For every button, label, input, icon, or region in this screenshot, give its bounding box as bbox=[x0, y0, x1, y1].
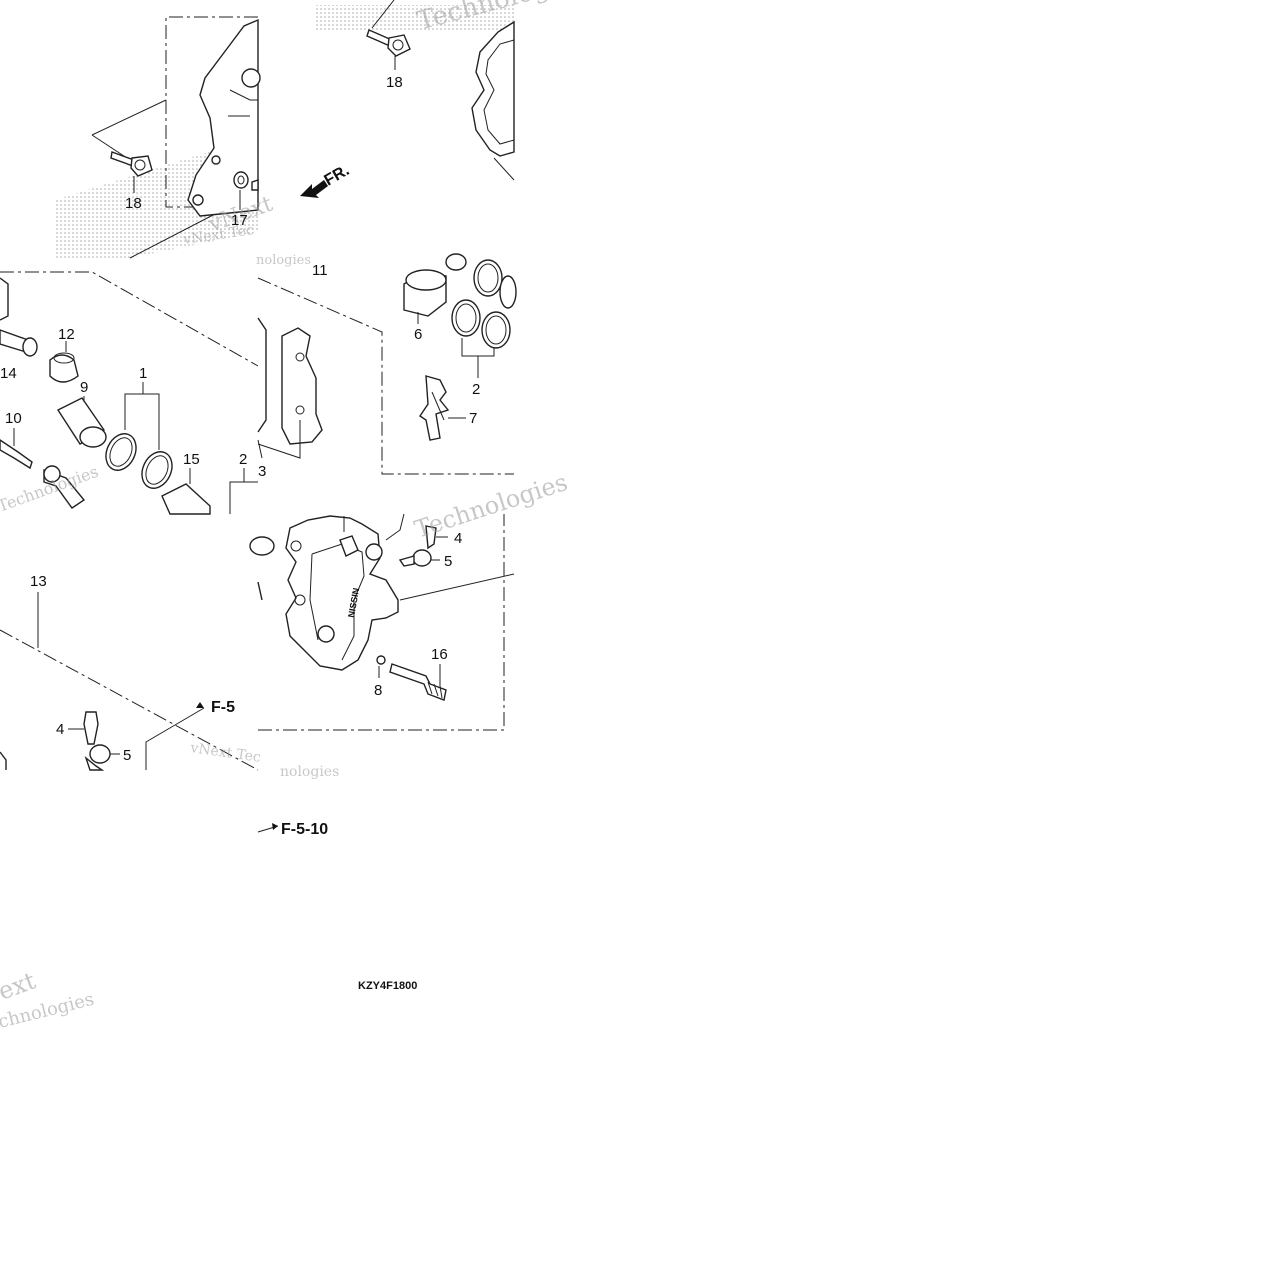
tile-pad-top bbox=[300, 0, 515, 198]
callout-5: 5 bbox=[444, 553, 452, 570]
callout-12: 12 bbox=[58, 326, 75, 343]
diagram-code: KZY4F1800 bbox=[358, 980, 417, 992]
bolt-18-top bbox=[366, 29, 411, 57]
callout-4: 4 bbox=[454, 530, 462, 547]
callout-10: 10 bbox=[5, 410, 22, 427]
callout-18: 18 bbox=[125, 195, 142, 212]
callout-6: 6 bbox=[414, 326, 422, 343]
bleeder-4-caliper bbox=[425, 525, 437, 550]
sleeve-9 bbox=[56, 397, 107, 448]
callout-2: 2 bbox=[239, 451, 247, 468]
bleeder-cap-5-caliper bbox=[398, 549, 432, 567]
shadow-strip bbox=[316, 5, 514, 30]
caliper-body: NISSIN bbox=[285, 515, 399, 671]
pin-14 bbox=[0, 329, 38, 357]
callout-8: 8 bbox=[374, 682, 382, 699]
bleeder-4 bbox=[83, 711, 99, 745]
piston-seal-1 bbox=[105, 433, 173, 489]
tile-caliper: NISSIN bbox=[249, 513, 515, 731]
caliper-bracket bbox=[187, 18, 259, 217]
tile-bleeder bbox=[0, 592, 259, 771]
pin-lower bbox=[43, 465, 86, 509]
ref-f5-10-arrow bbox=[257, 823, 279, 833]
watermark: Technologies bbox=[411, 468, 571, 544]
callout-7: 7 bbox=[469, 410, 477, 427]
callout-18: 18 bbox=[386, 74, 403, 91]
boot-12 bbox=[49, 352, 79, 383]
tile-seals bbox=[0, 271, 263, 515]
sleeve-15 bbox=[161, 483, 211, 515]
callout-16: 16 bbox=[431, 646, 448, 663]
watermark: nologies bbox=[256, 253, 311, 268]
watermark: vNext Tec bbox=[188, 740, 261, 766]
slide-pin-16 bbox=[389, 663, 447, 701]
callout-17: 17 bbox=[231, 212, 248, 229]
ref-f5: F-5 bbox=[211, 699, 235, 716]
bleeder-cap-5 bbox=[84, 744, 111, 771]
callout-13: 13 bbox=[30, 573, 47, 590]
nut-17 bbox=[233, 171, 259, 191]
pad-spring-7 bbox=[419, 375, 450, 441]
piston-6 bbox=[403, 269, 447, 317]
bolt-18 bbox=[110, 151, 153, 177]
seals-2 bbox=[445, 253, 517, 349]
callout-14: 14 bbox=[0, 365, 17, 382]
callout-9: 9 bbox=[80, 379, 88, 396]
callout-2: 2 bbox=[472, 381, 480, 398]
tile-bracket bbox=[55, 16, 261, 259]
callout-15: 15 bbox=[183, 451, 200, 468]
callout-5: 5 bbox=[123, 747, 131, 764]
ref-f5-10: F-5-10 bbox=[281, 821, 328, 838]
callout-4: 4 bbox=[56, 721, 64, 738]
callout-11: 11 bbox=[312, 262, 328, 279]
watermark: nologies bbox=[280, 764, 339, 780]
bleeder-10 bbox=[0, 439, 33, 470]
brake-pad-3 bbox=[281, 327, 323, 445]
front-arrow bbox=[300, 180, 328, 198]
watermark: ext bbox=[0, 966, 40, 1005]
callout-1: 1 bbox=[139, 365, 147, 382]
callout-3: 3 bbox=[258, 463, 266, 480]
washer-8 bbox=[376, 655, 386, 665]
tile-pads bbox=[257, 253, 517, 475]
